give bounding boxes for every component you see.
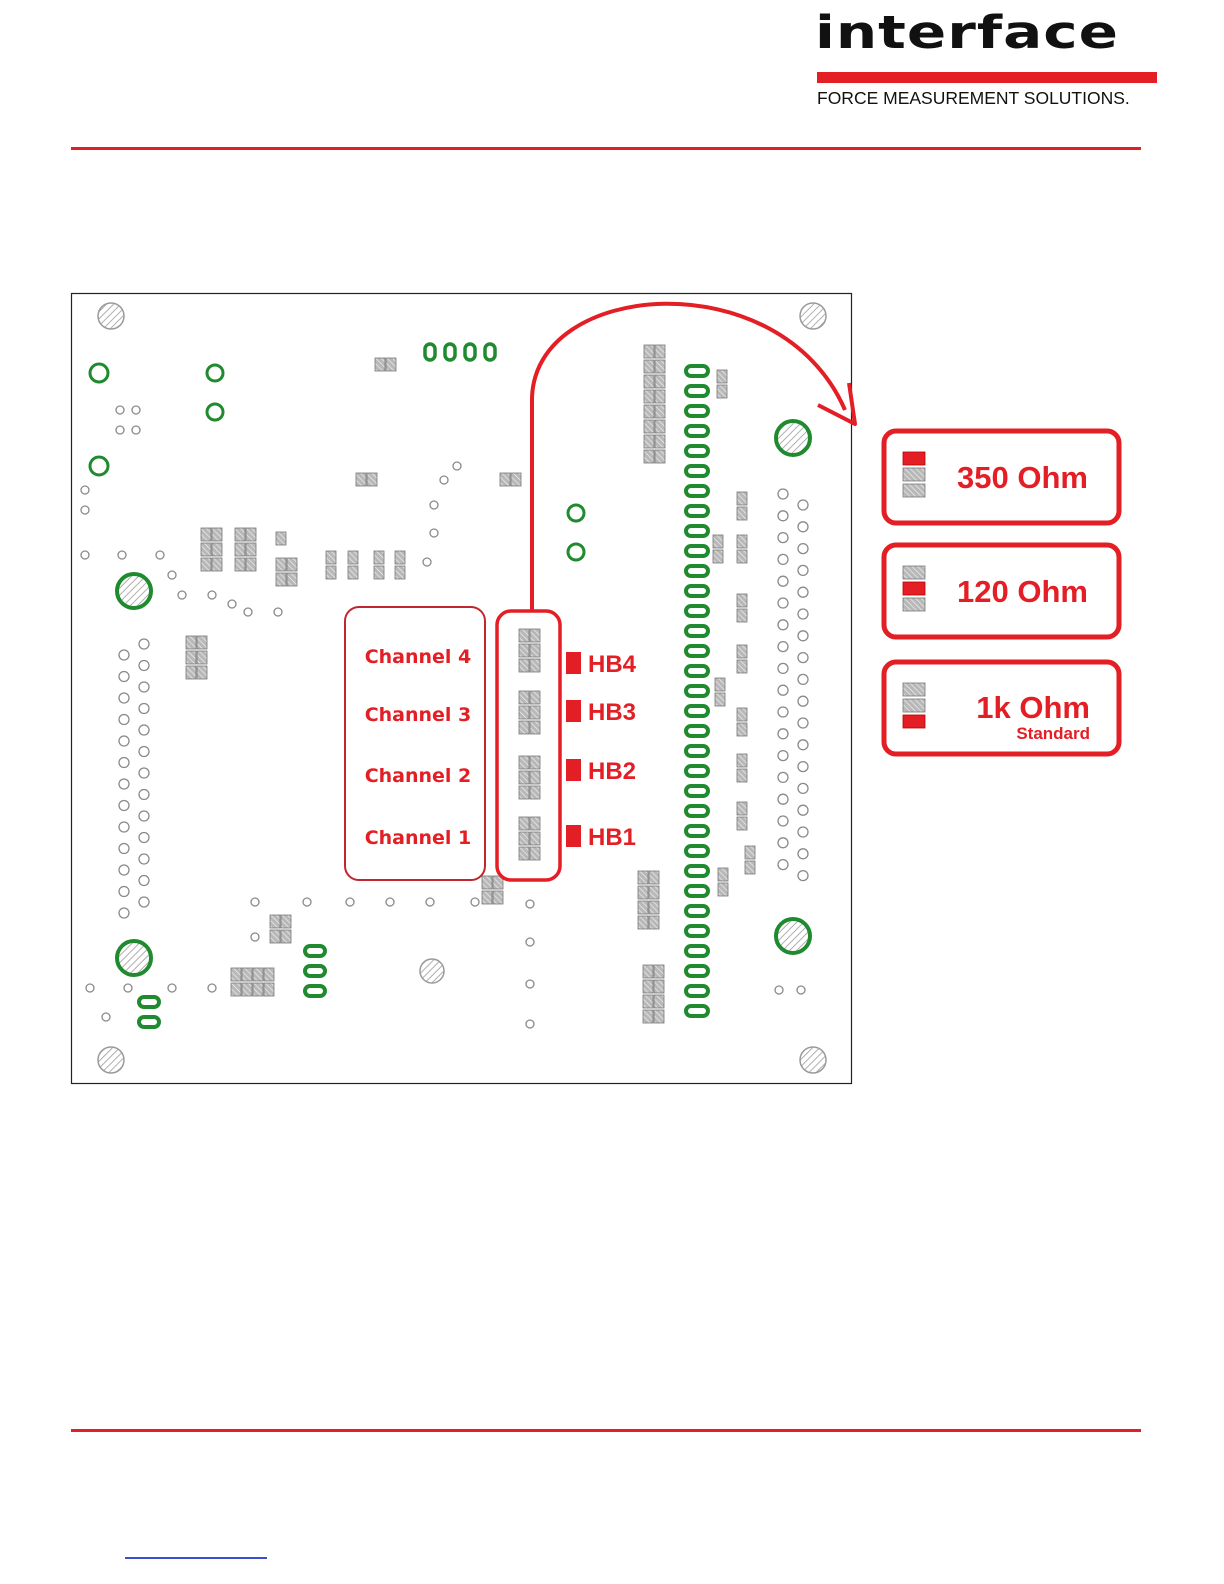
bridge-marker (566, 759, 581, 781)
channel-label: Channel 2 (365, 765, 472, 787)
bridge-marker (566, 825, 581, 847)
setting-label: 350 Ohm (957, 460, 1088, 495)
jumper-active (903, 582, 925, 595)
footer-link-underline[interactable] (125, 1557, 267, 1559)
setting-label: 1k Ohm (976, 690, 1090, 725)
bridge-marker (566, 700, 581, 722)
setting-label: 120 Ohm (957, 574, 1088, 609)
jumper-pad (903, 598, 925, 611)
jumper-active (903, 715, 925, 728)
footer-rule (71, 1429, 1141, 1432)
bridge-label: HB1 (588, 824, 636, 851)
jumper-pad (903, 484, 925, 497)
jumper-pad (903, 683, 925, 696)
channel-label: Channel 3 (365, 704, 472, 726)
jumper-pad (903, 699, 925, 712)
jumper-pad (903, 566, 925, 579)
board-outline (72, 294, 852, 1084)
bridge-label: HB4 (588, 651, 637, 678)
jumper-active (903, 452, 925, 465)
jumper-pad (903, 468, 925, 481)
setting-note: Standard (1016, 724, 1090, 743)
bridge-label: HB2 (588, 758, 636, 785)
channel-label: Channel 1 (365, 827, 472, 849)
bridge-label: HB3 (588, 699, 636, 726)
bridge-marker (566, 652, 581, 674)
channel-label: Channel 4 (365, 646, 472, 668)
